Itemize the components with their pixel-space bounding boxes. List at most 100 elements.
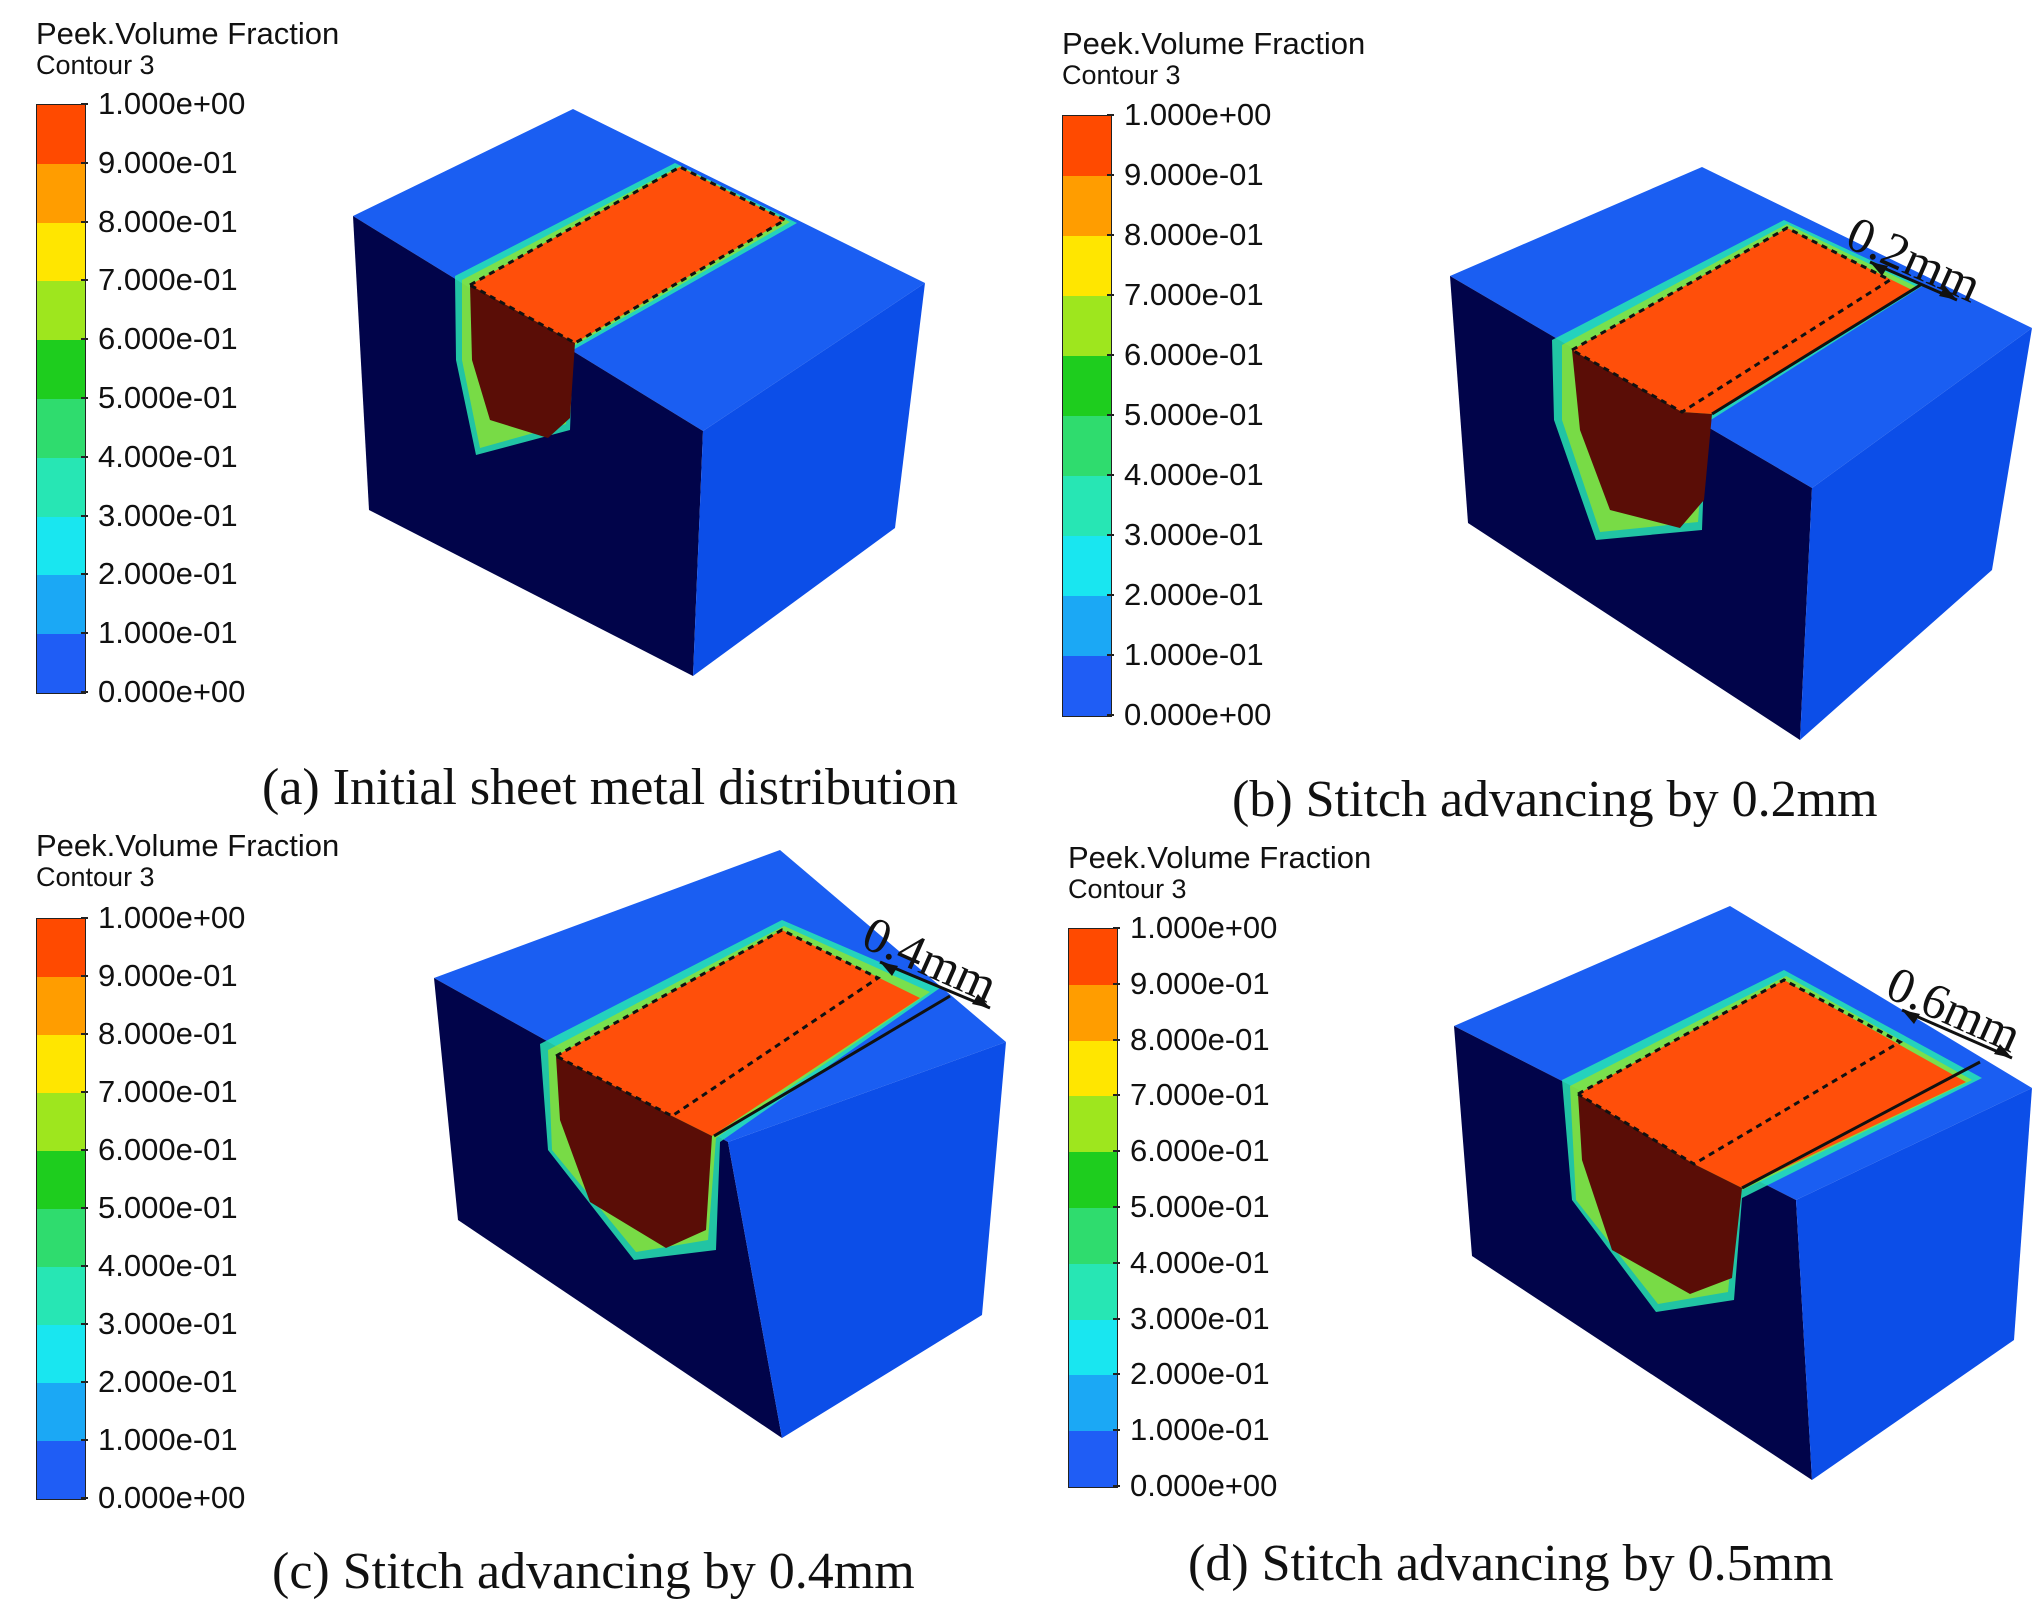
color-band bbox=[37, 222, 85, 282]
color-band bbox=[1063, 236, 1111, 296]
tick-label: 0.000e+00 bbox=[1124, 697, 1272, 732]
color-band bbox=[1069, 1096, 1117, 1153]
tick-label: 7.000e-01 bbox=[1130, 1077, 1270, 1113]
color-band bbox=[37, 516, 85, 576]
tick-mark bbox=[1107, 654, 1114, 656]
tick-mark bbox=[81, 161, 88, 164]
tick-mark bbox=[1107, 534, 1114, 536]
color-band bbox=[37, 340, 85, 399]
arrow-head-left bbox=[1870, 262, 1888, 276]
volume-fraction-model bbox=[434, 850, 1006, 1438]
tick-mark bbox=[1113, 1150, 1120, 1153]
legend-subtitle: Contour 3 bbox=[36, 862, 155, 892]
caption-d: (d) Stitch advancing by 0.5mm bbox=[1188, 1535, 1834, 1592]
color-band bbox=[1069, 929, 1117, 985]
color-band bbox=[37, 1325, 85, 1383]
tick-label: 6.000e-01 bbox=[98, 321, 238, 357]
caption-b: (b) Stitch advancing by 0.2mm bbox=[1232, 771, 1878, 828]
tick-mark bbox=[81, 1207, 88, 1209]
advance-edge-line bbox=[1741, 1060, 1981, 1190]
color-band bbox=[1069, 1319, 1117, 1376]
tick-label: 3.000e-01 bbox=[1130, 1300, 1270, 1336]
tick-label: 2.000e-01 bbox=[1130, 1356, 1270, 1392]
tick-mark bbox=[1107, 294, 1114, 296]
tick-label: 8.000e-01 bbox=[98, 203, 238, 239]
tick-mark bbox=[81, 338, 88, 341]
color-band bbox=[1069, 984, 1117, 1041]
volume-fraction-model bbox=[353, 109, 925, 676]
sheet-top-fill bbox=[470, 167, 785, 343]
sheet-top-fill bbox=[556, 930, 920, 1136]
panel-c: Peek.Volume Fraction Contour 3 0.4mm (c)… bbox=[0, 820, 1022, 1619]
tick-mark bbox=[1107, 594, 1114, 596]
tick-label: 1.000e+00 bbox=[1130, 910, 1278, 945]
color-band bbox=[1069, 1152, 1117, 1208]
block-side-face bbox=[1800, 328, 2032, 740]
groove-front-fill bbox=[1578, 1094, 1742, 1294]
arrow-head-right bbox=[972, 994, 990, 1008]
color-band bbox=[1063, 536, 1111, 596]
tick-mark bbox=[1107, 234, 1114, 236]
caption-a: (a) Initial sheet metal distribution bbox=[262, 759, 959, 816]
groove-front-fill bbox=[556, 1056, 712, 1248]
color-band bbox=[1069, 1431, 1117, 1487]
tick-mark bbox=[1107, 354, 1114, 356]
tick-label: 6.000e-01 bbox=[98, 1132, 238, 1167]
color-band bbox=[37, 281, 85, 341]
color-band bbox=[1063, 296, 1111, 356]
tick-mark bbox=[81, 279, 88, 282]
tick-mark bbox=[1113, 1038, 1120, 1041]
tick-mark bbox=[1113, 927, 1120, 929]
color-band bbox=[37, 634, 85, 693]
legend-subtitle: Contour 3 bbox=[36, 50, 155, 80]
advance-edge-line bbox=[1711, 282, 1923, 416]
tick-label: 7.000e-01 bbox=[98, 1074, 238, 1109]
tick-mark bbox=[81, 1323, 88, 1325]
tick-label: 2.000e-01 bbox=[98, 556, 238, 592]
tick-label: 4.000e-01 bbox=[1130, 1244, 1270, 1280]
block-front-face bbox=[353, 216, 703, 676]
dimension-arrow bbox=[1901, 1008, 2013, 1060]
color-band bbox=[37, 398, 85, 458]
color-band bbox=[1063, 356, 1111, 416]
groove-front-fill bbox=[1572, 350, 1712, 528]
tick-label: 8.000e-01 bbox=[98, 1016, 238, 1051]
panel-d: Peek.Volume Fraction Contour 3 0.6mm (d)… bbox=[1022, 820, 2044, 1619]
tick-mark bbox=[1113, 1261, 1120, 1264]
tick-label: 5.000e-01 bbox=[98, 1190, 238, 1225]
tick-label: 1.000e+00 bbox=[98, 900, 246, 935]
groove-front-fill bbox=[470, 285, 575, 438]
arrow-head-right bbox=[1939, 286, 1957, 300]
block-side-face bbox=[693, 283, 925, 676]
tick-label: 2.000e-01 bbox=[1124, 577, 1264, 612]
tick-label: 5.000e-01 bbox=[98, 380, 238, 415]
arrow-head-left bbox=[880, 962, 898, 976]
color-band bbox=[1063, 476, 1111, 536]
tick-label: 5.000e-01 bbox=[1124, 397, 1264, 432]
tick-label: 7.000e-01 bbox=[1124, 277, 1264, 312]
caption-c: (c) Stitch advancing by 0.4mm bbox=[272, 1543, 915, 1600]
color-band bbox=[1069, 1375, 1117, 1432]
tick-mark bbox=[1107, 414, 1114, 416]
tick-label: 1.000e-01 bbox=[1130, 1412, 1270, 1448]
color-band bbox=[37, 457, 85, 517]
tick-mark bbox=[1113, 1373, 1120, 1376]
color-band bbox=[37, 1383, 85, 1441]
tick-label: 0.000e+00 bbox=[98, 674, 246, 709]
color-band bbox=[1063, 596, 1111, 656]
tick-label: 7.000e-01 bbox=[98, 262, 238, 298]
tick-label: 9.000e-01 bbox=[98, 958, 238, 993]
tick-label: 3.000e-01 bbox=[98, 497, 238, 533]
tick-label: 0.000e+00 bbox=[98, 1480, 246, 1515]
tick-mark bbox=[81, 103, 88, 105]
color-band bbox=[37, 919, 85, 977]
color-bar bbox=[36, 104, 86, 694]
color-band bbox=[37, 1035, 85, 1093]
color-bar bbox=[1062, 115, 1112, 717]
panel-b: Peek.Volume Fraction Contour 3 0.2mm (b)… bbox=[1022, 0, 2044, 828]
tick-mark bbox=[81, 1265, 88, 1267]
advance-edge-line bbox=[713, 994, 951, 1138]
color-band bbox=[37, 1209, 85, 1267]
groove-outline-dotted bbox=[1571, 226, 1894, 414]
tick-mark bbox=[81, 455, 88, 458]
